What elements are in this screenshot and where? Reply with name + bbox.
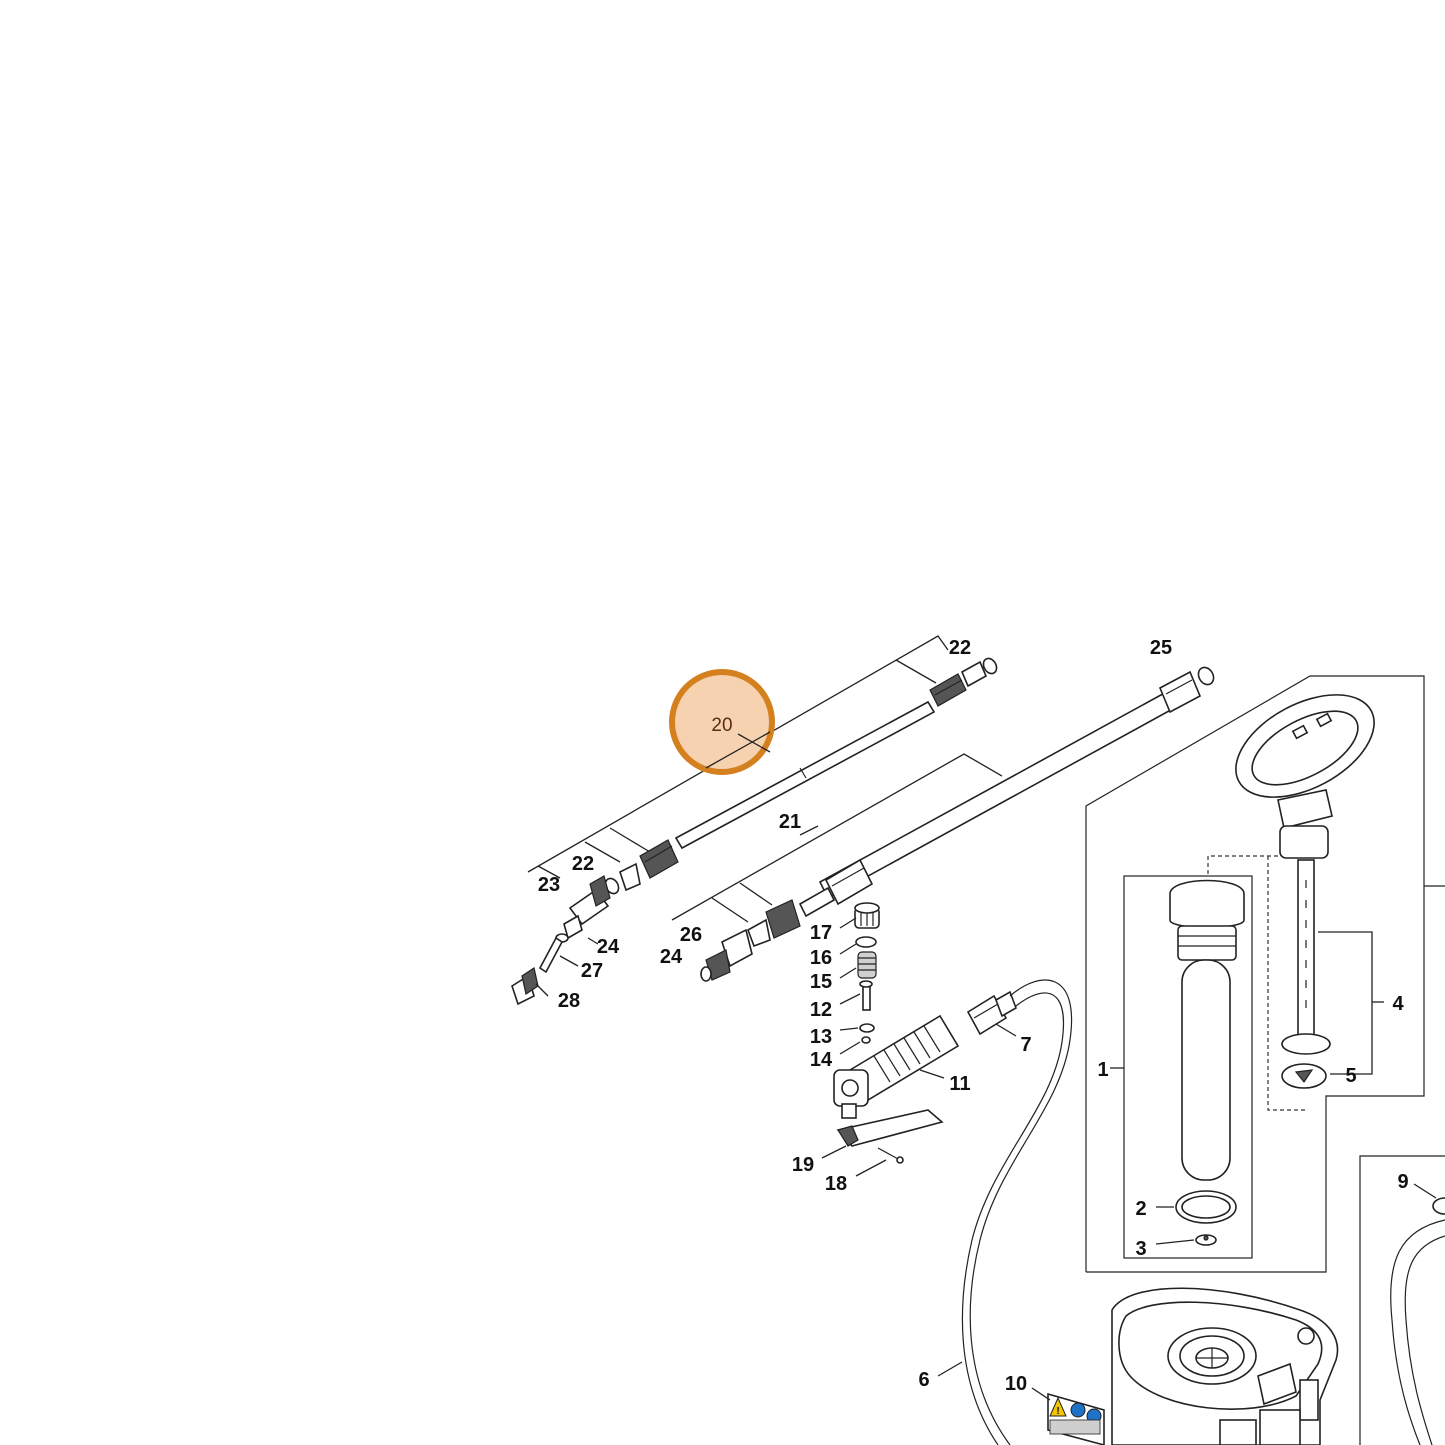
callout-19[interactable]: 19 <box>792 1154 814 1176</box>
callout-20[interactable]: 20 <box>711 715 732 736</box>
callout-11[interactable]: 11 <box>949 1073 970 1095</box>
callout-4[interactable]: 4 <box>1392 993 1404 1015</box>
callout-17[interactable]: 17 <box>810 922 832 944</box>
callout-18[interactable]: 18 <box>825 1173 847 1195</box>
highlighted-callout-20[interactable]: 20 <box>669 669 775 775</box>
callout-9[interactable]: 9 <box>1397 1171 1408 1193</box>
pump-assembly <box>1085 675 1445 1273</box>
callout-24[interactable]: 24 <box>660 946 683 968</box>
callout-22[interactable]: 22 <box>949 637 971 659</box>
lance-21-assembly <box>671 666 1215 982</box>
callout-2[interactable]: 2 <box>1135 1198 1146 1220</box>
callout-1[interactable]: 1 <box>1097 1059 1108 1081</box>
callout-13[interactable]: 13 <box>810 1026 832 1048</box>
callout-28[interactable]: 28 <box>558 990 580 1012</box>
lance-20-assembly <box>527 635 998 895</box>
callout-25[interactable]: 25 <box>1150 637 1172 659</box>
callout-5[interactable]: 5 <box>1345 1065 1356 1087</box>
callout-27[interactable]: 27 <box>581 960 603 982</box>
callout-7[interactable]: 7 <box>1020 1034 1031 1056</box>
callout-21[interactable]: 21 <box>779 811 801 833</box>
warning-label-10: ! <box>1031 1387 1105 1445</box>
callout-26[interactable]: 26 <box>680 924 702 946</box>
callout-6[interactable]: 6 <box>918 1369 929 1391</box>
nozzle-assembly <box>511 875 611 1006</box>
callout-10[interactable]: 10 <box>1005 1373 1027 1395</box>
callout-labels: 22 25 21 22 23 24 27 28 26 24 17 16 15 1… <box>538 637 1409 1395</box>
hose-6 <box>937 979 1073 1445</box>
highlight-ring[interactable] <box>669 669 775 775</box>
callout-22[interactable]: 22 <box>572 853 594 875</box>
callout-16[interactable]: 16 <box>810 947 832 969</box>
tank-body <box>1111 1287 1339 1445</box>
svg-text:!: ! <box>1056 1406 1059 1417</box>
callout-3[interactable]: 3 <box>1135 1238 1146 1260</box>
carrier-frame-9 <box>1359 1155 1445 1445</box>
valve-assembly <box>821 902 1017 1177</box>
callout-12[interactable]: 12 <box>810 999 832 1021</box>
callout-23[interactable]: 23 <box>538 874 560 896</box>
callout-15[interactable]: 15 <box>810 971 832 993</box>
callout-24[interactable]: 24 <box>597 936 620 958</box>
callout-14[interactable]: 14 <box>810 1049 833 1071</box>
